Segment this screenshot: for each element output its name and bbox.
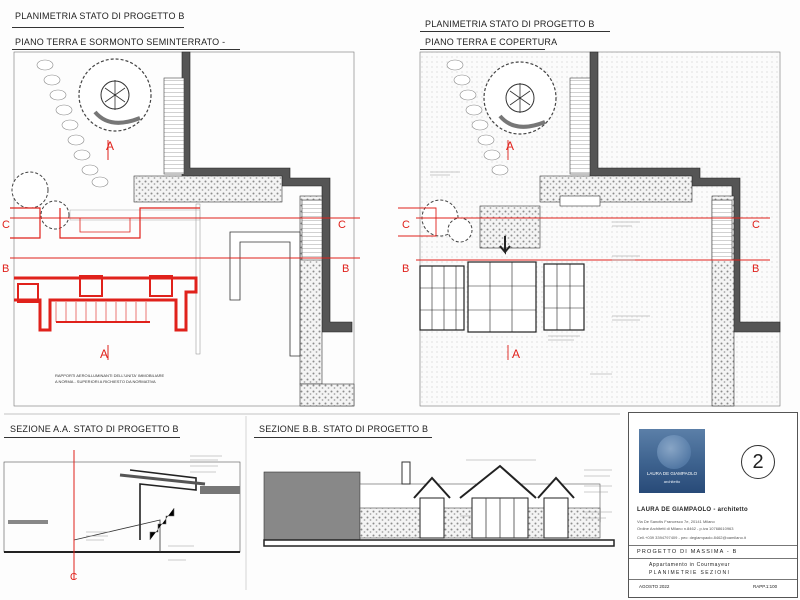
plan-left-note-1: RAPPORTI AEROILLUMINANTI DELL'UNITA' IMM… [55,373,165,378]
plan-left-note-2: A NORMA - SUPERIORI A RICHIESTO DA NORMA… [55,379,156,384]
section-bb [263,459,615,547]
section-aa-marker: C [70,572,77,583]
marker-c-right: C [338,219,346,231]
skylights [419,261,585,333]
stepping-stones-right [446,59,509,176]
marker-b-left: B [2,263,9,275]
stepping-stones [36,59,109,188]
project-scale: RAPP.1:100 [753,584,778,589]
plan-left-subtitle: PIANO TERRA E SORMONTO SEMINTERRATO - [15,37,226,47]
project-content: PLANIMETRIE SEZIONI [649,570,731,576]
sheet-number: 2 [741,445,775,479]
tree-symbol [78,58,152,132]
marker-a-bottom-right: A [512,347,520,361]
plan-right-subtitle: PIANO TERRA E COPERTURA [425,37,558,47]
plan-left-title: PLANIMETRIA STATO DI PROGETTO B [15,11,185,21]
plan-left-subtitle-underline [12,49,240,50]
marker-c-left-right: C [402,219,410,231]
section-aa-title: SEZIONE A.A. STATO DI PROGETTO B [10,424,179,434]
tree-symbol-small [11,171,70,230]
project-date: AGOSTO 2022 [639,584,670,589]
title-block-divider-2 [629,558,797,559]
architect-name: LAURA DE GIAMPAOLO - architetto [637,507,748,513]
section-aa-underline [4,437,180,438]
architect-contact: Cell.+039 3394797409 - pec: degiampaolo.… [637,535,746,540]
plan-right-markers: A A C C B B [402,139,760,361]
architect-logo: LAURA DE GIAMPAOLO architetto [639,429,705,493]
plan-right-title-underline [420,31,610,32]
architect-order: Ordine Architetti di Milano n.8462 - p.i… [637,526,734,531]
plan-left-title-underline [12,27,184,28]
marker-c-right-right: C [752,219,760,231]
title-block-divider-3 [629,579,797,580]
project-name: PROGETTO DI MASSIMA - B [637,549,738,555]
marker-b-right: B [342,263,349,275]
plan-right-subtitle-underline [420,49,545,50]
marker-a-bottom: A [100,347,108,361]
plan-left-markers: A A C C B B [2,139,349,361]
plan-right-title: PLANIMETRIA STATO DI PROGETTO B [425,19,595,29]
section-bb-title: SEZIONE B.B. STATO DI PROGETTO B [259,424,429,434]
architect-address: Via De Sanctis Francesco 7e, 20141 Milan… [637,519,715,524]
section-aa: C [3,450,241,583]
section-bb-underline [254,437,432,438]
red-overlay [10,140,360,360]
tree-symbol-right [421,61,557,243]
title-block: LAURA DE GIAMPAOLO architetto 2 LAURA DE… [628,412,798,598]
marker-c-left: C [2,219,10,231]
project-subject: Appartamento in Courmayeur [649,562,731,568]
marker-a-top-right: A [506,139,514,153]
plan-right-annotation-marks [430,171,650,375]
marker-b-right-right: B [752,263,759,275]
marker-a-top: A [106,139,114,153]
red-section-lines-right [398,140,770,360]
title-block-divider [629,545,797,546]
logo-line2: architetto [663,479,681,484]
logo-line1: LAURA DE GIAMPAOLO [646,471,698,476]
marker-b-left-right: B [402,263,409,275]
